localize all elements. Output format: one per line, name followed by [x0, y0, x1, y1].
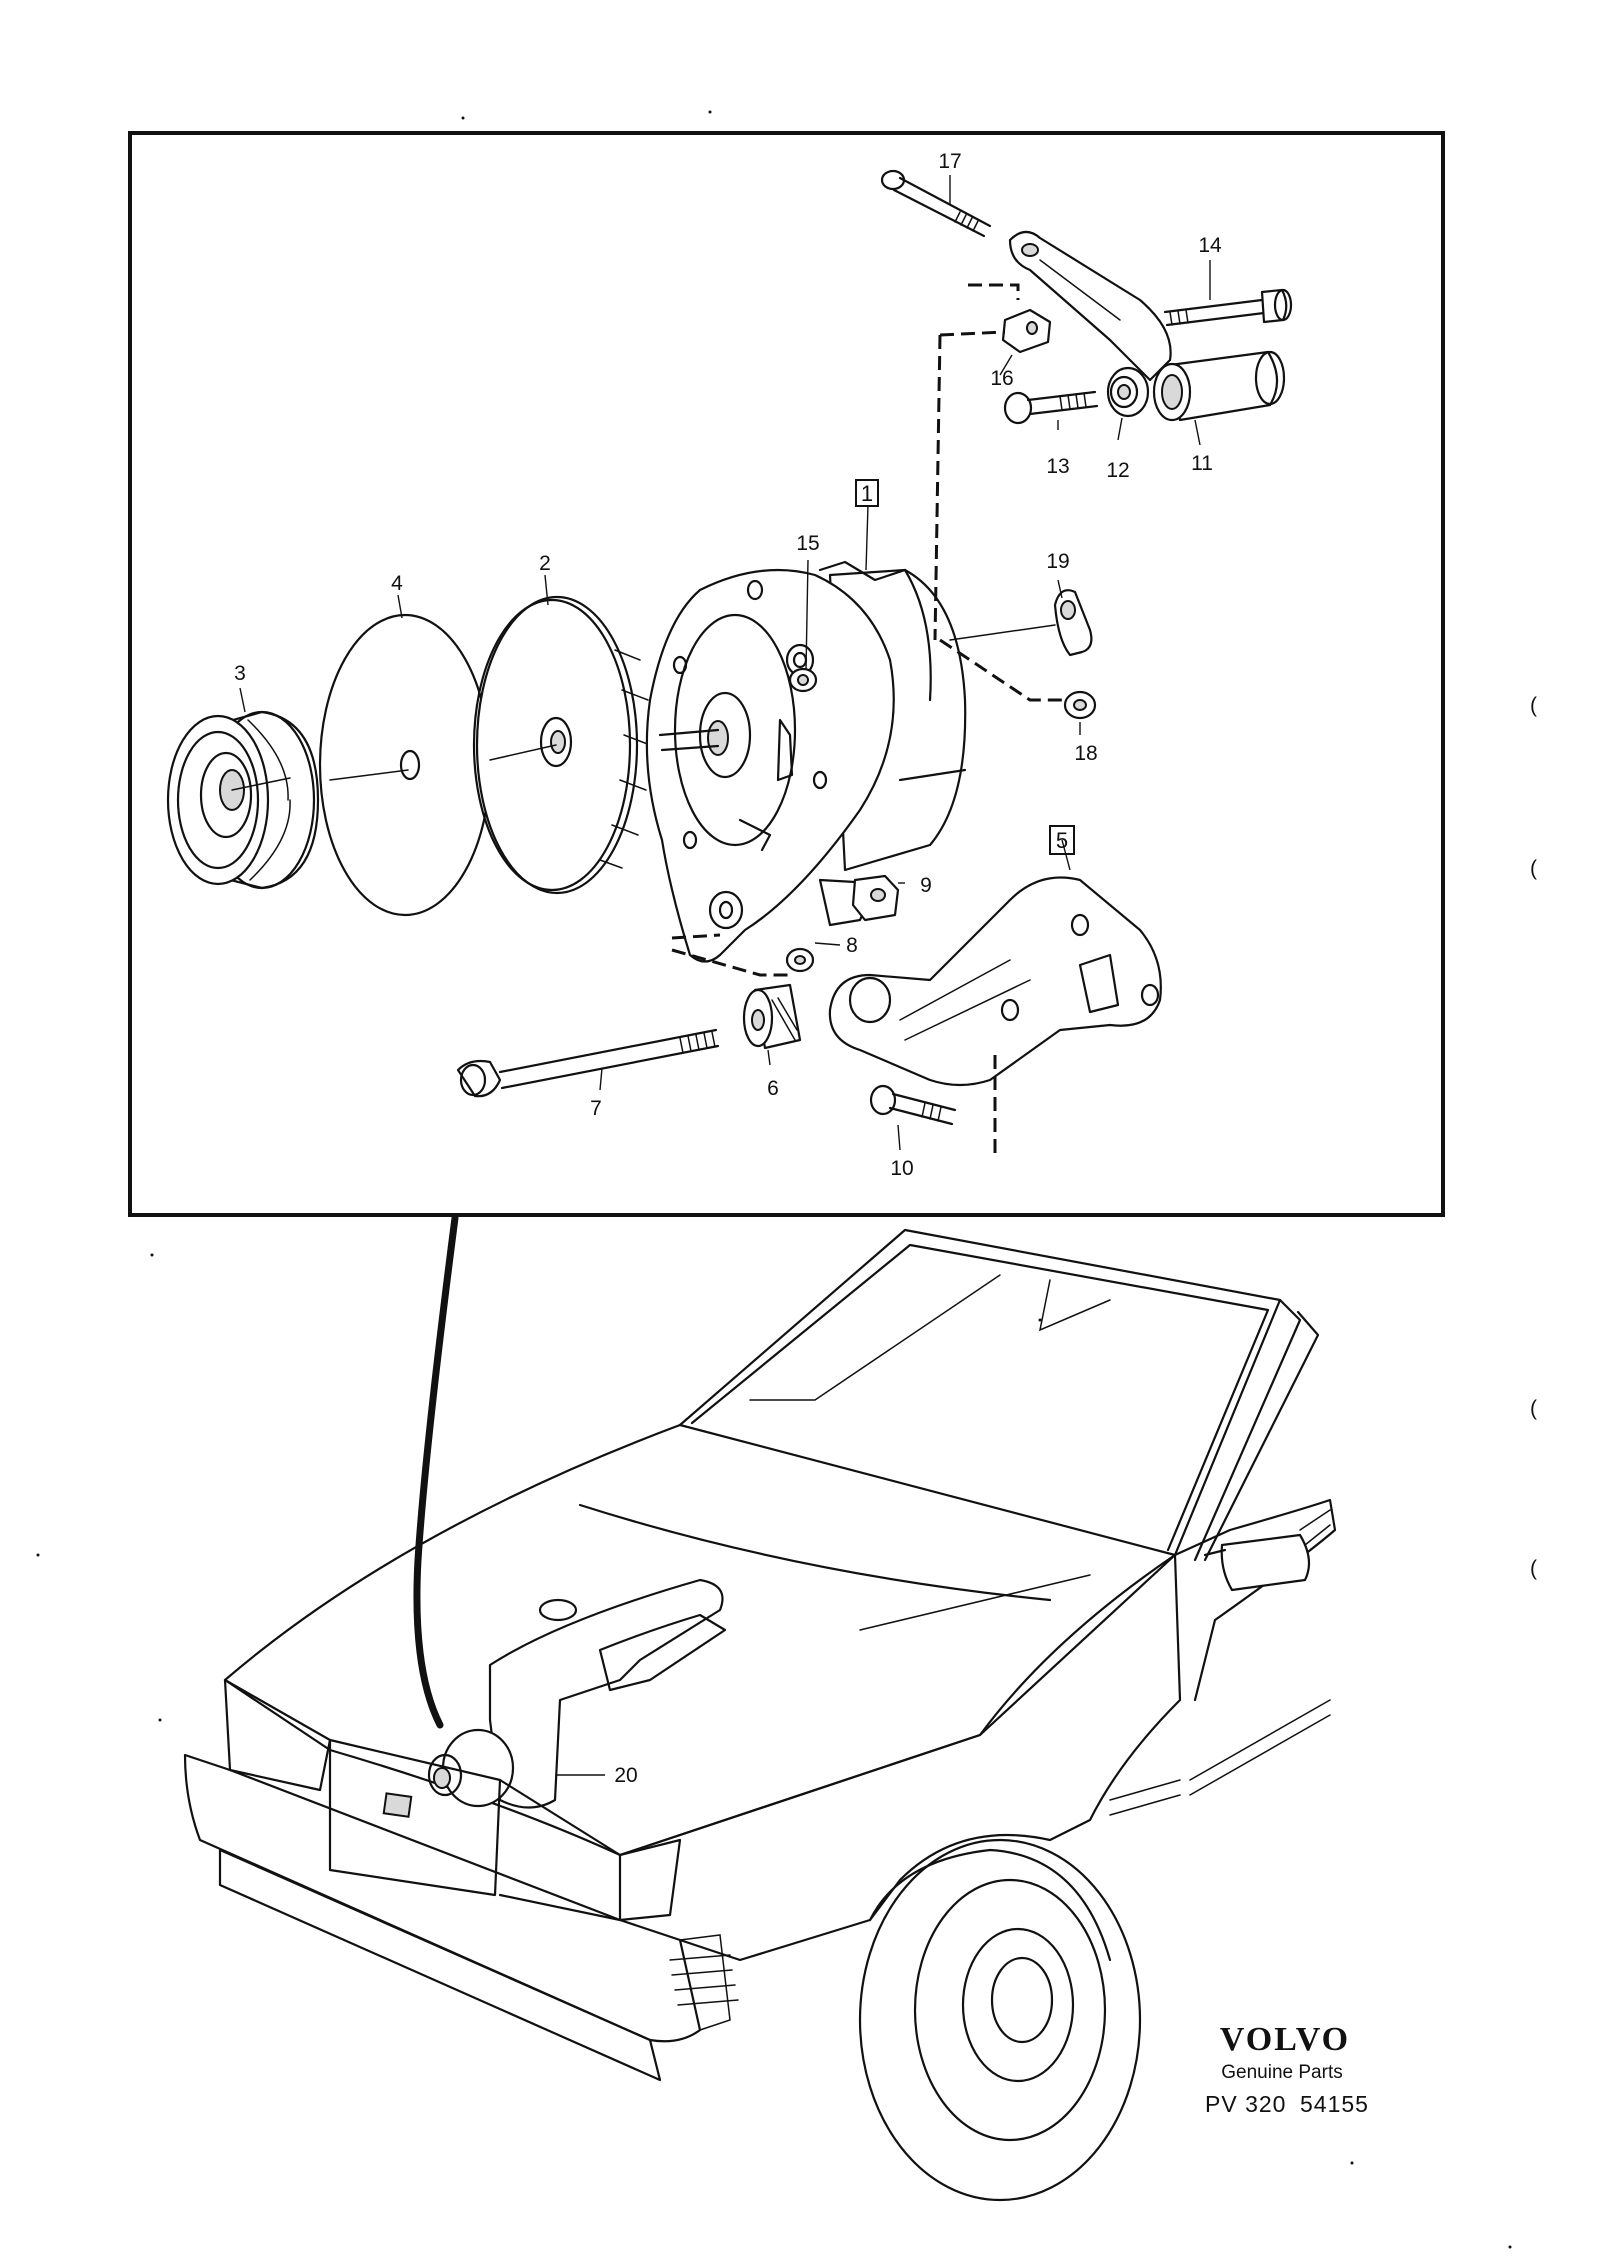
- callout-15: 15: [796, 532, 819, 555]
- callout-16: 16: [990, 367, 1013, 390]
- callout-19: 19: [1046, 550, 1069, 573]
- assembly-dashed-lines: [671, 283, 1062, 1160]
- detail-frame: [128, 131, 1445, 1217]
- nut-16: [1001, 308, 1052, 354]
- washer-8: [785, 947, 815, 973]
- callout-13: 13: [1046, 455, 1069, 478]
- callout-18: 18: [1074, 742, 1097, 765]
- car-illustration: [183, 1228, 1337, 2202]
- alternator: [645, 560, 967, 963]
- bolt-13: [1003, 390, 1099, 425]
- footer-brand-block: VOLVO Genuine Parts PV 320 54155: [1205, 2021, 1369, 2117]
- connector-line: [413, 1214, 459, 1729]
- margin-marks: ( ( ( (: [1530, 694, 1537, 1580]
- nut-9: [851, 874, 900, 922]
- callout-12: 12: [1106, 459, 1129, 482]
- bolt-14: [1163, 288, 1293, 327]
- callout-2: 2: [539, 552, 551, 575]
- callout-box-1: [855, 479, 879, 507]
- clip-19: [1053, 589, 1093, 657]
- spacer-12: [1106, 366, 1150, 418]
- callout-20: 20: [614, 1764, 637, 1787]
- nut-18: [1063, 690, 1097, 720]
- pulley: [166, 710, 320, 890]
- bushing-11: [1152, 350, 1286, 422]
- margin-mark: (: [1530, 1557, 1537, 1580]
- bolt-17: [880, 169, 992, 238]
- bolt-7: [456, 1028, 720, 1098]
- callout-10: 10: [890, 1157, 913, 1180]
- nut-15: [788, 667, 818, 693]
- callout-4: 4: [391, 572, 403, 595]
- callout-labels: 1 2 3 4 5 6 7 8 9 10 11 12 13 14 15 16 1…: [234, 150, 1222, 1787]
- code-prefix: PV 320: [1205, 2091, 1286, 2117]
- margin-mark: (: [1530, 857, 1537, 880]
- callout-7: 7: [590, 1097, 602, 1120]
- callout-14: 14: [1198, 234, 1222, 257]
- adjusting-arm: [1008, 230, 1172, 382]
- callout-8: 8: [846, 934, 858, 957]
- callout-3: 3: [234, 662, 246, 685]
- callout-6: 6: [767, 1077, 779, 1100]
- code-number: 54155: [1300, 2091, 1369, 2117]
- margin-mark: (: [1530, 1397, 1537, 1420]
- callout-9: 9: [920, 874, 932, 897]
- callout-5: 5: [1056, 828, 1068, 853]
- callout-box-5: [1049, 825, 1075, 855]
- callout-17: 17: [938, 150, 961, 173]
- brand-subtitle: Genuine Parts: [1221, 2062, 1342, 2083]
- washer-disc: [318, 613, 492, 917]
- bushing-6: [742, 983, 802, 1050]
- fan: [472, 595, 651, 895]
- brand-logo: VOLVO: [1220, 2021, 1350, 2058]
- callout-11: 11: [1191, 452, 1213, 475]
- margin-mark: (: [1530, 694, 1537, 717]
- mounting-bracket: [828, 876, 1162, 1087]
- scan-specks: [36, 110, 1512, 2249]
- bolt-10: [869, 1084, 957, 1126]
- callout-1: 1: [861, 481, 873, 506]
